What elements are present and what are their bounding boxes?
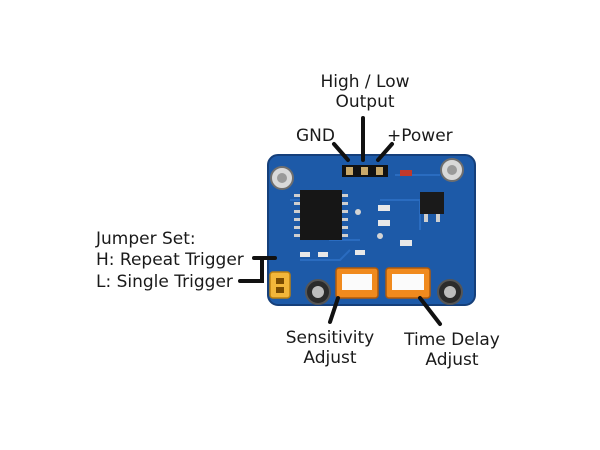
capacitor-top-left (270, 166, 294, 190)
leader-gnd (332, 142, 350, 162)
header-pins (342, 165, 388, 177)
time-delay-label: Time Delay Adjust (404, 330, 500, 370)
gnd-label: GND (296, 126, 335, 146)
jumper-l-label: L: Single Trigger (96, 272, 233, 292)
jumper-block (269, 271, 291, 299)
leader-power (376, 142, 394, 162)
jumper-title-label: Jumper Set: (96, 229, 196, 249)
capacitor-bottom-left (305, 279, 331, 305)
voltage-regulator (420, 192, 444, 222)
leader-time-delay (418, 296, 442, 326)
ic-chip (294, 190, 348, 240)
capacitor-top-right (440, 158, 464, 182)
power-label: +Power (387, 126, 453, 146)
sensitivity-label: Sensitivity Adjust (285, 328, 375, 368)
time-delay-trimpot (385, 267, 431, 299)
jumper-h-label: H: Repeat Trigger (96, 250, 244, 270)
capacitor-bottom-right (437, 279, 463, 305)
output-label: High / Low Output (320, 72, 410, 112)
leader-jumper-l (238, 256, 264, 283)
leader-sensitivity (328, 296, 340, 324)
smd-components (300, 170, 412, 257)
sensitivity-trimpot (335, 267, 379, 299)
